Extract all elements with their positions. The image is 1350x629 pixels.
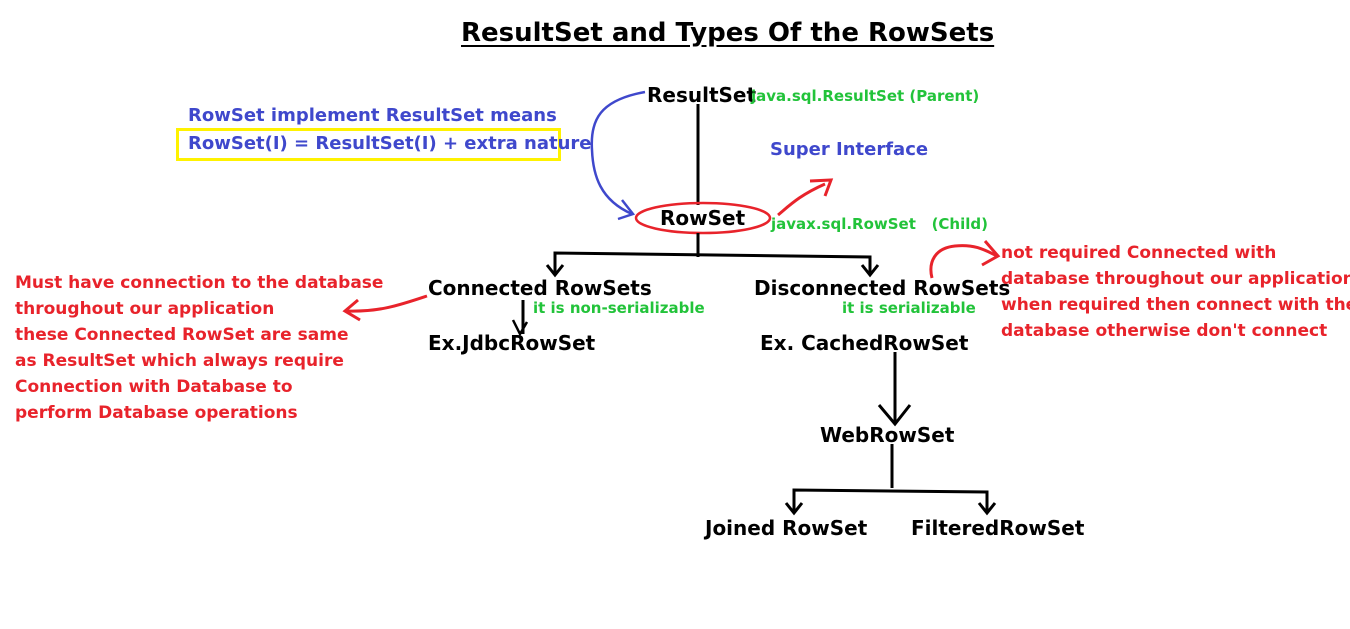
connected-note-line: these Connected RowSet are same (15, 325, 349, 345)
web-branch-bar (792, 488, 989, 512)
node-connected-rowsets: Connected RowSets (428, 276, 652, 300)
connected-note-line: throughout our application (15, 299, 275, 319)
red-disconnected-arrow (929, 244, 998, 279)
red-super-arrow (777, 182, 826, 217)
disconnected-note-line: database throughout our application (1001, 269, 1350, 289)
disconnected-arrowhead (860, 264, 880, 278)
serializable-label: it is serializable (842, 299, 976, 317)
joined-arrowhead (784, 502, 804, 516)
disconnected-note: not required Connected with database thr… (1001, 240, 1350, 344)
web-arrowhead (877, 404, 912, 427)
node-resultset: ResultSet (647, 83, 757, 107)
disconnected-note-line: not required Connected with (1001, 243, 1277, 263)
red-disconnected-arrowhead (981, 240, 1001, 267)
formula-highlight-box (176, 128, 561, 161)
diagram-title: ResultSet and Types Of the RowSets (461, 18, 995, 48)
red-connected-arrowhead (342, 298, 361, 322)
blue-curved-arrow (590, 90, 646, 216)
red-connected-arrow (346, 294, 428, 313)
jdbc-arrowhead (511, 319, 529, 337)
connected-note-line: Connection with Database to (15, 377, 293, 397)
connected-arrowhead (545, 264, 565, 278)
implement-note: RowSet implement ResultSet means (188, 105, 557, 126)
disconnected-note-line: when required then connect with the (1001, 295, 1350, 315)
formula-text: RowSet(I) = ResultSet(I) + extra nature (188, 133, 592, 154)
node-web-rowset: WebRowSet (820, 423, 955, 447)
connected-note-line: Must have connection to the database (15, 273, 384, 293)
connected-note-line: as ResultSet which always require (15, 351, 344, 371)
rowset-package-label: javax.sql.RowSet (Child) (771, 215, 988, 233)
node-rowset: RowSet (660, 206, 746, 230)
rowset-branch-bar (553, 251, 872, 275)
node-joined-rowset: Joined RowSet (705, 516, 868, 540)
red-super-arrowhead (809, 178, 834, 197)
rowset-highlight-ellipse (634, 201, 772, 235)
filtered-arrowhead (977, 502, 997, 516)
super-interface-label: Super Interface (770, 139, 929, 160)
resultset-package-label: java.sql.ResultSet (Parent) (751, 87, 980, 105)
node-disconnected-rowsets: Disconnected RowSets (754, 276, 1011, 300)
blue-arrowhead (617, 199, 636, 221)
node-filtered-rowset: FilteredRowSet (911, 516, 1085, 540)
node-jdbc-rowset: Ex.JdbcRowSet (428, 331, 596, 355)
connected-note-line: perform Database operations (15, 403, 298, 423)
non-serializable-label: it is non-serializable (533, 299, 705, 317)
disconnected-note-line: database otherwise don't connect (1001, 321, 1328, 341)
node-cached-rowset: Ex. CachedRowSet (760, 331, 969, 355)
connected-note: Must have connection to the database thr… (15, 270, 383, 426)
